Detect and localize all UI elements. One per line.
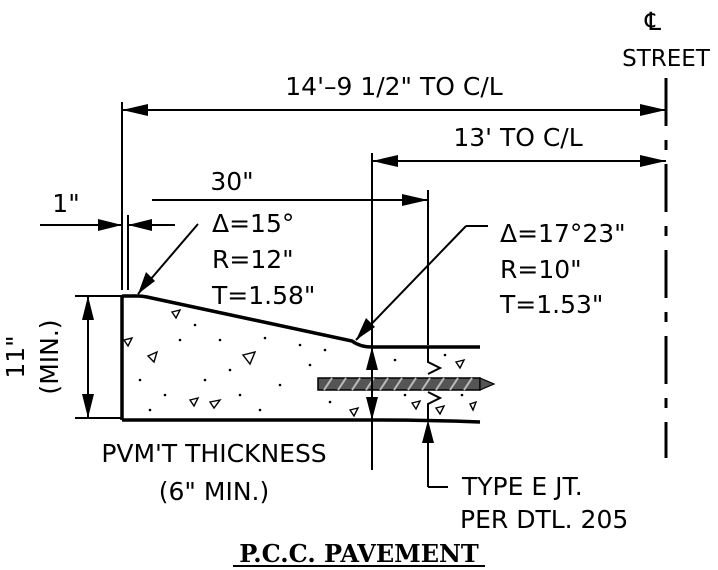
lip-dimension — [40, 215, 175, 290]
gutter-width-dimension — [152, 190, 429, 345]
overall-dimension — [121, 102, 666, 290]
centerline-symbol: ℄ — [644, 7, 661, 36]
right-curve-tangent: T=1.53" — [499, 290, 603, 319]
pavement-thickness-dimension — [366, 347, 378, 420]
lip-dimension-label: 1" — [52, 189, 79, 218]
centerline-street-label: STREET — [622, 46, 711, 72]
overall-dimension-label: 14'–9 1/2" TO C/L — [285, 72, 502, 101]
left-curve-radius: R=12" — [212, 245, 294, 274]
gutter-width-label: 30" — [210, 167, 253, 196]
concrete-gutter-section — [120, 294, 496, 424]
right-curve-radius: R=10" — [500, 255, 582, 284]
joint-leader — [422, 420, 448, 488]
right-curve-leader — [355, 225, 488, 341]
centerline-offset-label: 13' TO C/L — [453, 123, 582, 152]
left-curve-leader — [137, 223, 199, 295]
left-curve-delta: Δ=15° — [212, 209, 294, 238]
height-dimension-note: (MIN.) — [35, 319, 64, 394]
height-dimension — [75, 295, 122, 419]
joint-note-line2: PER DTL. 205 — [460, 505, 628, 534]
right-curve-delta: Δ=17°23" — [500, 219, 626, 248]
thickness-note-line1: PVM'T THICKNESS — [101, 439, 326, 468]
joint-note-line1: TYPE E JT. — [461, 472, 583, 501]
drawing-title: P.C.C. PAVEMENT — [239, 539, 479, 568]
height-dimension-value: 11" — [1, 335, 30, 378]
left-curve-tangent: T=1.58" — [211, 281, 315, 310]
thickness-note-line2: (6" MIN.) — [159, 477, 269, 506]
